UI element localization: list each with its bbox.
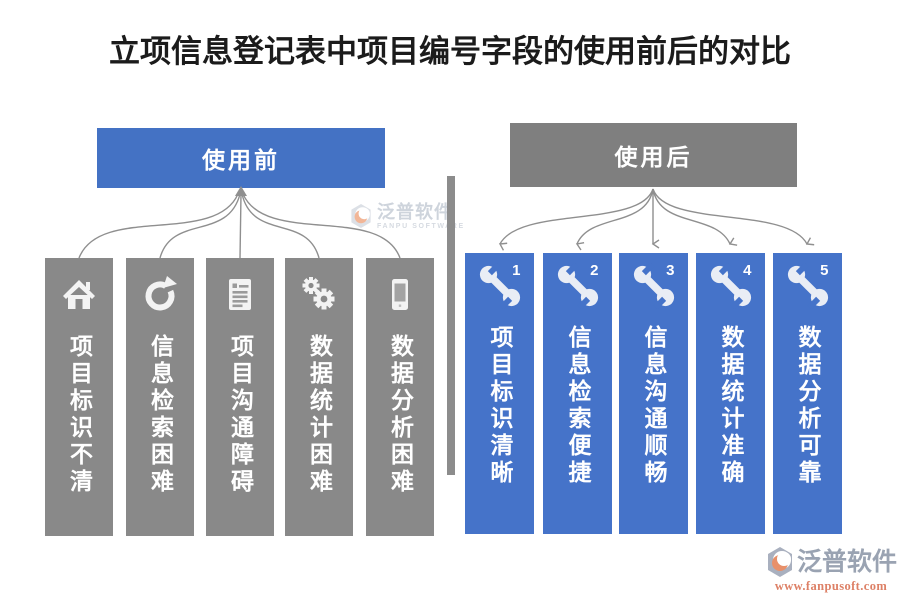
document-icon [218,272,262,318]
before-item-label: 信息检索困难 [147,334,174,496]
before-column-1: 项目标识不清 [45,258,113,536]
before-column-3: 项目沟通障碍 [206,258,274,536]
step-number: 4 [743,262,752,279]
before-connector-lines [78,186,401,259]
after-column-4: 4 数据统计准确 [696,253,765,534]
brand-url: www.fanpusoft.com [774,579,888,593]
panel-divider [447,176,455,475]
after-column-2: 2 信息检索便捷 [543,253,612,534]
step-number: 1 [512,262,521,279]
brand-footer: 泛普软件 www.fanpusoft.com [764,546,898,594]
fanpu-logo-icon [351,204,371,228]
step-number: 2 [590,262,599,279]
brand-name: 泛普软件 [796,547,897,576]
wrench-icon: 1 [478,262,522,309]
fanpu-logo-icon [767,547,792,577]
after-item-label: 数据统计准确 [718,325,744,487]
before-column-5: 数据分析困难 [366,258,434,536]
watermark-name: 泛普软件 [377,202,453,222]
before-item-label: 项目标识不清 [66,334,93,496]
mobile-icon [378,272,422,318]
after-item-label: 信息沟通顺畅 [641,325,667,487]
before-item-label: 数据统计困难 [306,334,333,496]
before-column-4: 数据统计困难 [285,258,353,536]
home-icon [57,272,101,318]
after-connector-lines [498,188,815,251]
refresh-icon [138,272,182,318]
wrench-icon: 3 [632,262,676,309]
center-watermark: 泛普软件 FANPU SOFTWARE [349,202,465,230]
arrow-up-icon [235,186,247,196]
after-header: 使用后 [510,123,797,187]
step-number: 5 [820,262,829,279]
wrench-icon: 4 [709,262,753,309]
wrench-icon: 5 [786,262,830,309]
after-column-1: 1 项目标识清晰 [465,253,534,534]
page-title: 立项信息登记表中项目编号字段的使用前后的对比 [109,34,791,69]
after-item-label: 项目标识清晰 [487,325,513,487]
after-item-label: 数据分析可靠 [795,325,821,487]
watermark-subtitle: FANPU SOFTWARE [377,222,465,230]
after-column-3: 3 信息沟通顺畅 [619,253,688,534]
after-item-label: 信息检索便捷 [565,325,591,487]
wrench-icon: 2 [556,262,600,309]
before-item-label: 数据分析困难 [387,334,414,496]
before-column-2: 信息检索困难 [126,258,194,536]
before-header: 使用前 [97,128,385,188]
after-column-5: 5 数据分析可靠 [773,253,842,534]
before-item-label: 项目沟通障碍 [227,334,254,496]
step-number: 3 [666,262,675,279]
gears-icon [297,272,341,318]
